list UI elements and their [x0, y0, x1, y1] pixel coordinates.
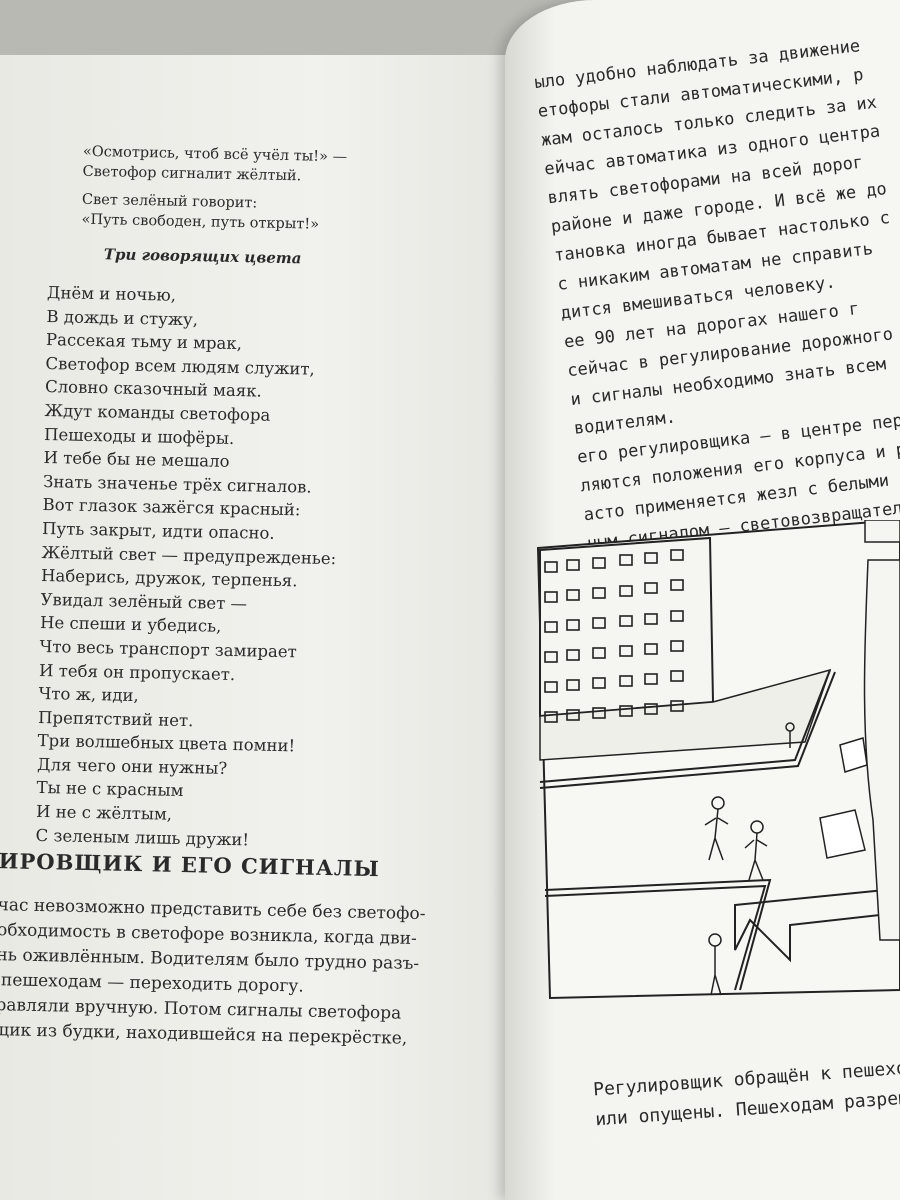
- left-page: «Осмотрись, чтоб всё учёл ты!» — Светофо…: [0, 55, 530, 1200]
- poem-intro: «Осмотрись, чтоб всё учёл ты!» — Светофо…: [81, 142, 347, 236]
- poem-body: Днём и ночью, В дождь и стужу, Рассекая …: [35, 281, 341, 853]
- building-side: [539, 668, 832, 761]
- cars: [819, 737, 868, 859]
- left-column: «Осмотрись, чтоб всё учёл ты!» — Светофо…: [0, 55, 530, 1200]
- poem-title: Три говорящих цвета: [103, 245, 302, 268]
- prose-body: ейчас невозможно представить себе без св…: [0, 893, 426, 1052]
- building-windows: [544, 549, 684, 723]
- traffic-officer-figure: [863, 520, 900, 941]
- poem-intro-line: «Путь свободен, путь открыт!»: [81, 211, 320, 233]
- street-illustration: [536, 520, 900, 1000]
- pedestrian-figures: [704, 722, 795, 996]
- road-curbs: [539, 669, 836, 991]
